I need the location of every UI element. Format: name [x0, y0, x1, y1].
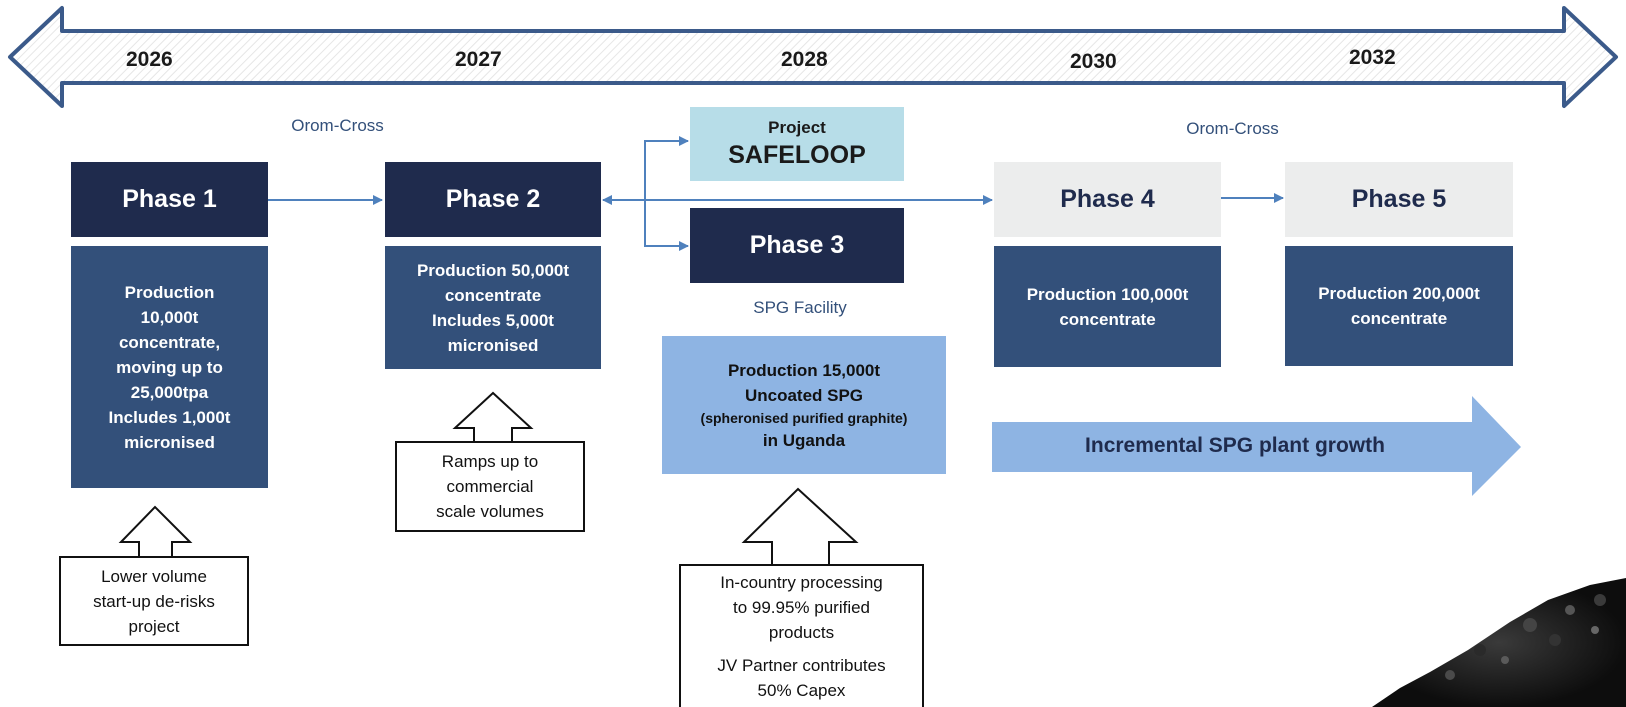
phase-2-title: Phase 2: [445, 185, 541, 213]
note-phase2-line: Ramps up to: [441, 452, 539, 471]
phase-2-box: Phase 2: [385, 162, 601, 237]
phase-3-production-line: Uncoated SPG: [744, 385, 864, 405]
note-phase3-line: products: [768, 623, 835, 642]
phase-1-production-line: Production: [124, 282, 215, 302]
year-2026: 2026: [126, 48, 173, 71]
phase-3-box: Phase 3: [690, 208, 904, 283]
phase-4-production-line: Production 100,000t: [1026, 284, 1189, 304]
graphite-image: [1372, 578, 1626, 707]
phase-3-production-line: (spheronised purified graphite): [700, 409, 908, 426]
note-phase2: Ramps up to commercial scale volumes: [395, 441, 585, 532]
phase-1-box: Phase 1: [71, 162, 268, 237]
phase-2-production-line: micronised: [447, 335, 539, 355]
phase-5-production-line: concentrate: [1350, 309, 1448, 328]
phase-4-production-line: concentrate: [1059, 309, 1156, 329]
note-phase1-line: Lower volume: [101, 566, 207, 586]
phase-1-production-line: Includes 1,000t: [108, 407, 231, 427]
phase-5-production: Production 200,000t concentrate: [1285, 246, 1513, 366]
growth-arrow: [992, 396, 1521, 496]
note-phase1-line: start-up de-risks: [93, 591, 215, 611]
phase-4-box: Phase 4: [994, 162, 1221, 237]
phase-3-production-line: in Uganda: [762, 430, 846, 450]
phase-5-box: Phase 5: [1285, 162, 1513, 237]
phase-2-production-line: Includes 5,000t: [432, 310, 554, 330]
phase-1-production-line: 10,000t: [140, 307, 199, 327]
project-name: SAFELOOP: [728, 141, 866, 169]
year-2032: 2032: [1349, 46, 1396, 69]
phase-4-production: Production 100,000t concentrate: [994, 246, 1221, 367]
phase-2-production-line: concentrate: [444, 285, 542, 305]
timeline-arrow: [8, 6, 1618, 108]
note-phase3-line: JV Partner contributes: [717, 656, 886, 675]
project-label: Project: [768, 118, 826, 137]
note-phase2-line: commercial: [446, 477, 534, 496]
label-spg-facility: SPG Facility: [753, 298, 847, 317]
note-phase2-line: scale volumes: [436, 502, 544, 521]
phase-1-production-line: 25,000tpa: [130, 382, 209, 402]
year-2028: 2028: [781, 48, 828, 71]
label-orom-cross-right: Orom-Cross: [1186, 119, 1279, 138]
note-phase1: Lower volume start-up de-risks project: [59, 556, 249, 646]
year-2027: 2027: [455, 48, 502, 71]
phase-3-production-line: Production 15,000t: [727, 360, 881, 380]
note-phase3-line: In-country processing: [720, 573, 883, 592]
phase-5-production-line: Production 200,000t: [1318, 284, 1480, 303]
label-orom-cross-left: Orom-Cross: [291, 116, 384, 135]
year-2030: 2030: [1070, 50, 1117, 73]
note-phase3-line: 50% Capex: [757, 681, 846, 700]
growth-arrow-label: Incremental SPG plant growth: [1085, 434, 1385, 457]
callout-arrow-phase2: [452, 391, 534, 443]
callout-arrow-phase1: [118, 505, 193, 558]
connector-to-safeloop: [644, 136, 689, 200]
project-safeloop-box: Project SAFELOOP: [690, 107, 904, 181]
phase-1-title: Phase 1: [122, 185, 217, 213]
phase-2-production: Production 50,000t concentrate Includes …: [385, 246, 601, 369]
phase-5-title: Phase 5: [1351, 185, 1447, 213]
connector-to-phase3: [644, 200, 689, 251]
note-phase3-line: to 99.95% purified: [732, 598, 871, 617]
phase-1-production-line: micronised: [124, 432, 215, 452]
note-phase1-line: project: [128, 616, 180, 636]
note-phase3: In-country processing to 99.95% purified…: [679, 564, 924, 707]
phase-1-production-line: concentrate,: [118, 332, 221, 352]
phase-3-title: Phase 3: [749, 231, 845, 259]
phase-1-production-line: moving up to: [116, 357, 223, 377]
phase-1-production: Production 10,000t concentrate, moving u…: [71, 246, 268, 488]
phase-2-production-line: Production 50,000t: [416, 260, 570, 280]
callout-arrow-phase3: [741, 487, 859, 566]
phase-4-title: Phase 4: [1060, 185, 1155, 213]
phase-3-production: Production 15,000t Uncoated SPG (spheron…: [662, 336, 946, 474]
